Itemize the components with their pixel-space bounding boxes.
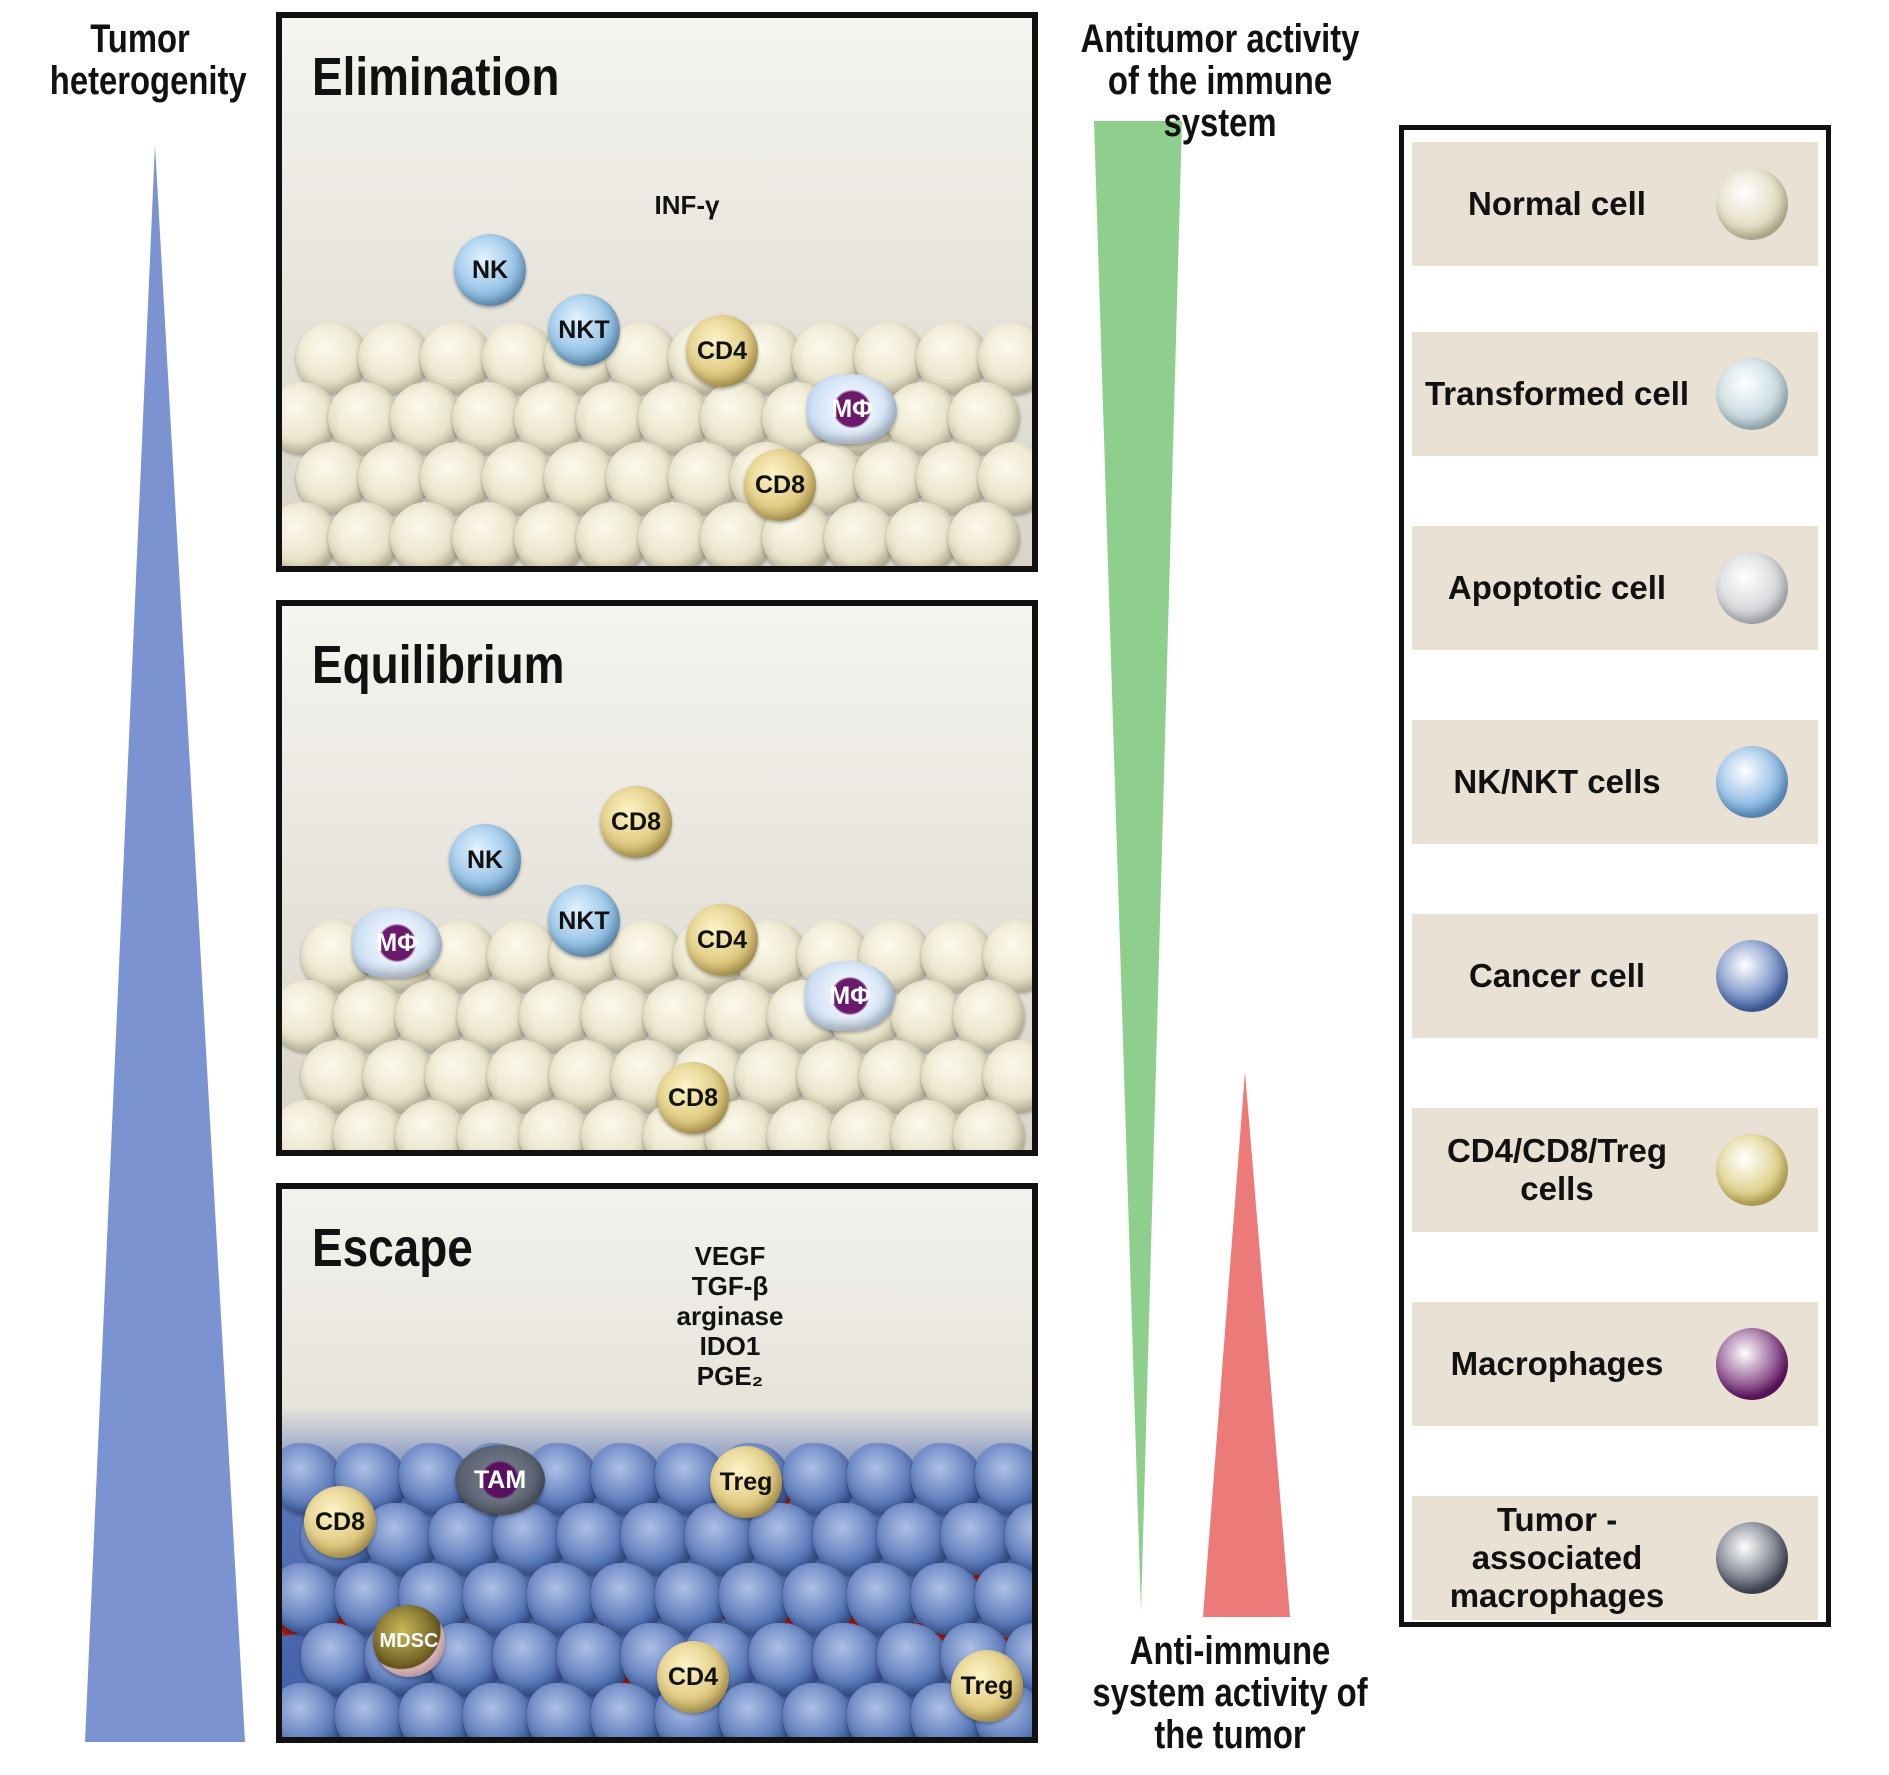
cell-icon — [1716, 1134, 1788, 1206]
legend-label: CD4/CD8/Treg cells — [1446, 1132, 1668, 1207]
legend-item: NK/NKT cells — [1412, 720, 1818, 844]
factor-label: PGE₂ — [696, 1361, 764, 1391]
escape-panel: Escape VEGF TGF-β arginase IDO1 PGE₂ TAM… — [276, 1183, 1038, 1743]
legend-item: Macrophages — [1412, 1302, 1818, 1426]
normal-cell — [767, 1100, 839, 1150]
normal-cell — [395, 1100, 467, 1150]
cytokine-label: INF-γ — [654, 190, 720, 220]
normal-cell — [824, 502, 896, 566]
cancer-cell — [975, 1563, 1032, 1635]
normal-cell — [457, 1100, 529, 1150]
normal-cell — [328, 502, 400, 566]
normal-cell — [333, 1100, 405, 1150]
tam-cell: TAM — [455, 1445, 545, 1515]
treg-cell: Treg — [710, 1446, 782, 1518]
normal-cell — [581, 1100, 653, 1150]
factor-label: VEGF — [694, 1241, 766, 1271]
factor-label: TGF-β — [691, 1271, 769, 1301]
tumor-anti-immune-triangle — [1203, 1072, 1290, 1617]
antitumor-activity-title: Antitumor activity of the immune system — [1080, 17, 1360, 145]
tumor-heterogeneity-triangle — [85, 145, 245, 1742]
tumor-heterogeneity-title: Tumor heterogenity — [49, 17, 247, 103]
cd4-cell: CD4 — [657, 1641, 729, 1713]
anti-immune-activity-title: Anti-immune system activity of the tumor — [1092, 1629, 1368, 1757]
legend-item: CD4/CD8/Treg cells — [1412, 1108, 1818, 1232]
cell-icon — [1716, 1522, 1788, 1594]
m-cell: MΦ — [805, 961, 895, 1031]
normal-cell — [891, 1100, 963, 1150]
mdsc-cell: MDSC — [373, 1605, 445, 1677]
panel-title: Elimination — [312, 47, 560, 107]
cd8-cell: CD8 — [744, 449, 816, 521]
m-cell: MΦ — [807, 374, 897, 444]
normal-cell — [576, 502, 648, 566]
cd4-cell: CD4 — [686, 904, 758, 976]
cell-icon — [1716, 1328, 1788, 1400]
cd8-cell: CD8 — [304, 1486, 376, 1558]
factor-label: arginase — [676, 1301, 784, 1331]
factor-label: IDO1 — [699, 1331, 761, 1361]
normal-cell — [948, 502, 1020, 566]
legend-label: Normal cell — [1468, 185, 1646, 222]
cd8-cell: CD8 — [600, 786, 672, 858]
cell-icon — [1716, 168, 1788, 240]
legend-item: Transformed cell — [1412, 332, 1818, 456]
legend-label: Apoptotic cell — [1447, 569, 1667, 606]
normal-cell — [390, 502, 462, 566]
cell-icon — [1716, 940, 1788, 1012]
legend-label: Transformed cell — [1424, 375, 1690, 412]
normal-cell — [519, 1100, 591, 1150]
nkt-cell: NKT — [548, 294, 620, 366]
normal-cell — [452, 502, 524, 566]
normal-cell — [953, 1100, 1025, 1150]
treg-cell: Treg — [951, 1650, 1023, 1722]
secreted-factors: VEGF TGF-β arginase IDO1 PGE₂ — [670, 1241, 790, 1391]
cell-icon — [1716, 358, 1788, 430]
panel-title: Equilibrium — [312, 635, 565, 695]
legend-item: Apoptotic cell — [1412, 526, 1818, 650]
normal-cell — [886, 502, 958, 566]
antitumor-activity-triangle — [1094, 121, 1182, 1612]
legend-label: NK/NKT cells — [1453, 763, 1661, 800]
legend-label: Cancer cell — [1468, 957, 1646, 994]
normal-cell — [829, 1100, 901, 1150]
nk-cell: NK — [449, 824, 521, 896]
cancer-cell — [975, 1443, 1032, 1515]
nkt-cell: NKT — [548, 885, 620, 957]
cd4-cell: CD4 — [686, 315, 758, 387]
cd8-cell: CD8 — [657, 1062, 729, 1134]
nk-cell: NK — [454, 234, 526, 306]
legend-item: Cancer cell — [1412, 914, 1818, 1038]
normal-cell — [514, 502, 586, 566]
legend-item: Normal cell — [1412, 142, 1818, 266]
legend-item: Tumor -associated macrophages — [1412, 1496, 1818, 1620]
normal-cell — [638, 502, 710, 566]
panel-title: Escape — [312, 1218, 473, 1278]
legend-label: Macrophages — [1450, 1345, 1664, 1382]
cell-icon — [1716, 746, 1788, 818]
cell-icon — [1716, 552, 1788, 624]
legend-label: Tumor -associated macrophages — [1449, 1501, 1665, 1614]
m-cell: MΦ — [352, 908, 442, 978]
